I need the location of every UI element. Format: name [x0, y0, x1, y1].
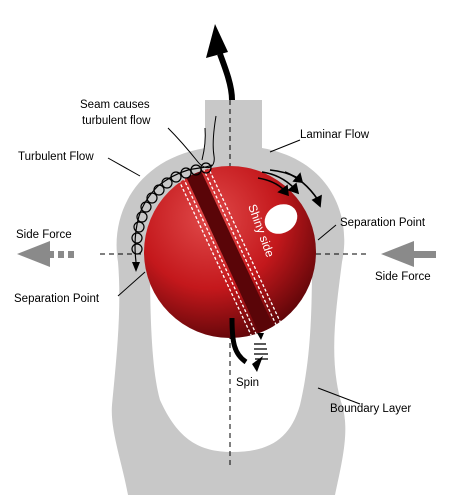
boundary-leader	[317, 387, 361, 405]
seam-label-line2: turbulent flow	[82, 115, 151, 127]
leader-lines	[107, 115, 361, 405]
side-force-left-arrow	[17, 241, 74, 267]
side-force-right-arrow	[381, 241, 436, 267]
motion-arrow-head	[206, 24, 228, 58]
seam-leader-2	[201, 127, 206, 161]
separation-point-right-label: Separation Point	[340, 217, 426, 229]
seam-label-line1: Seam causes	[80, 99, 150, 111]
motion-arrow	[206, 24, 235, 101]
spin-label: Spin	[236, 377, 259, 389]
flow-band	[111, 100, 346, 495]
motion-arrow-shaft	[217, 52, 235, 101]
turbulent-flow-label: Turbulent Flow	[18, 151, 94, 163]
laminar-flow-arrows	[257, 169, 322, 208]
spin-arrow-shaft	[229, 317, 248, 365]
separation-point-left-label: Separation Point	[14, 293, 100, 305]
seam-leader	[167, 115, 217, 169]
side-force-left-label: Side Force	[16, 229, 72, 241]
spin-arrow	[229, 317, 268, 372]
laminar-flow-label: Laminar Flow	[300, 129, 370, 141]
spin-arrow-head	[252, 356, 263, 372]
boundary-layer-region	[111, 100, 346, 495]
turbulent-flow-coil	[131, 162, 213, 272]
sep-right-leader	[317, 224, 337, 241]
boundary-layer-label: Boundary Layer	[330, 403, 411, 415]
laminar-leader	[269, 139, 301, 153]
shine-highlight	[264, 204, 298, 234]
sep-left-leader	[117, 271, 146, 297]
cricket-ball: Shiny side	[144, 157, 316, 349]
side-force-right-label: Side Force	[375, 271, 431, 283]
turbulent-leader	[107, 157, 141, 177]
